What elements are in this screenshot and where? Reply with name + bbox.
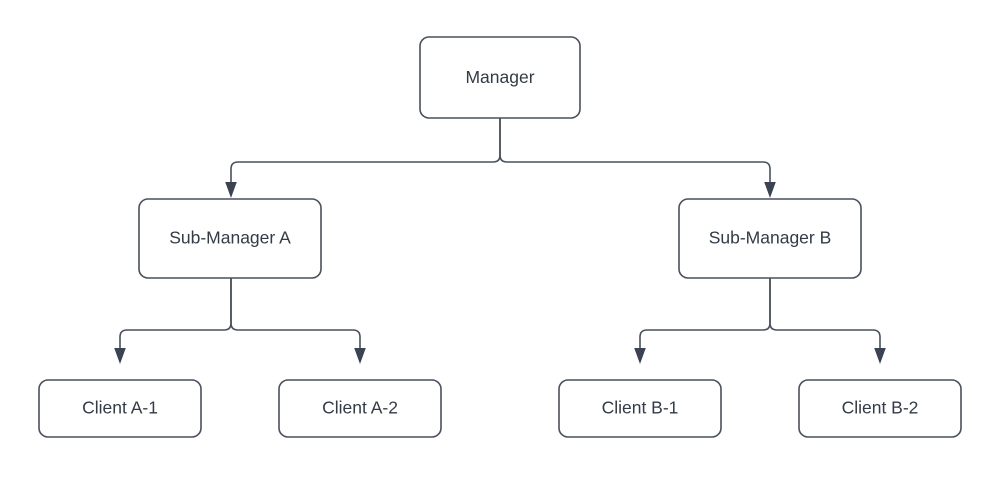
node-client-a1-label: Client A-1 — [82, 398, 158, 418]
connector-line-sub-a-client-a1 — [119, 278, 232, 348]
node-client-a2-label: Client A-2 — [322, 398, 398, 418]
connector-line-sub-a-client-a2 — [230, 278, 361, 348]
edge-sub-manager-a-to-client-a1 — [114, 278, 232, 364]
node-sub-manager-a-label: Sub-Manager A — [169, 228, 291, 248]
arrow-head-client-b2 — [874, 348, 886, 364]
connector-line-manager-sub-a — [230, 118, 501, 182]
node-client-a2[interactable]: Client A-2 — [278, 379, 442, 438]
arrow-head-sub-manager-a — [225, 182, 237, 198]
arrow-head-sub-manager-b — [764, 182, 776, 198]
node-manager-label: Manager — [465, 67, 534, 87]
connector-line-sub-b-client-b1 — [639, 278, 771, 348]
node-client-b1[interactable]: Client B-1 — [558, 379, 722, 438]
edge-sub-manager-b-to-client-b2 — [769, 278, 886, 364]
node-client-a1-box[interactable] — [38, 379, 202, 438]
node-manager-box[interactable] — [419, 36, 581, 119]
node-sub-manager-a[interactable]: Sub-Manager A — [138, 198, 322, 279]
edge-sub-manager-b-to-client-b1 — [634, 278, 771, 364]
node-sub-manager-b-box[interactable] — [678, 198, 862, 279]
edge-sub-manager-a-to-client-a2 — [230, 278, 366, 364]
edge-manager-to-sub-manager-a — [225, 118, 501, 198]
node-client-b2[interactable]: Client B-2 — [798, 379, 962, 438]
connector-line-manager-sub-b — [499, 118, 771, 182]
arrow-head-client-b1 — [634, 348, 646, 364]
arrow-head-client-a2 — [354, 348, 366, 364]
edge-manager-to-sub-manager-b — [499, 118, 776, 198]
node-client-b1-label: Client B-1 — [602, 398, 679, 418]
node-client-a2-box[interactable] — [278, 379, 442, 438]
node-sub-manager-b-label: Sub-Manager B — [709, 228, 832, 248]
node-client-a1[interactable]: Client A-1 — [38, 379, 202, 438]
arrow-head-client-a1 — [114, 348, 126, 364]
node-manager[interactable]: Manager — [419, 36, 581, 119]
node-client-b2-label: Client B-2 — [842, 398, 919, 418]
node-sub-manager-a-box[interactable] — [138, 198, 322, 279]
node-sub-manager-b[interactable]: Sub-Manager B — [678, 198, 862, 279]
node-client-b2-box[interactable] — [798, 379, 962, 438]
connector-line-sub-b-client-b2 — [769, 278, 881, 348]
node-client-b1-box[interactable] — [558, 379, 722, 438]
